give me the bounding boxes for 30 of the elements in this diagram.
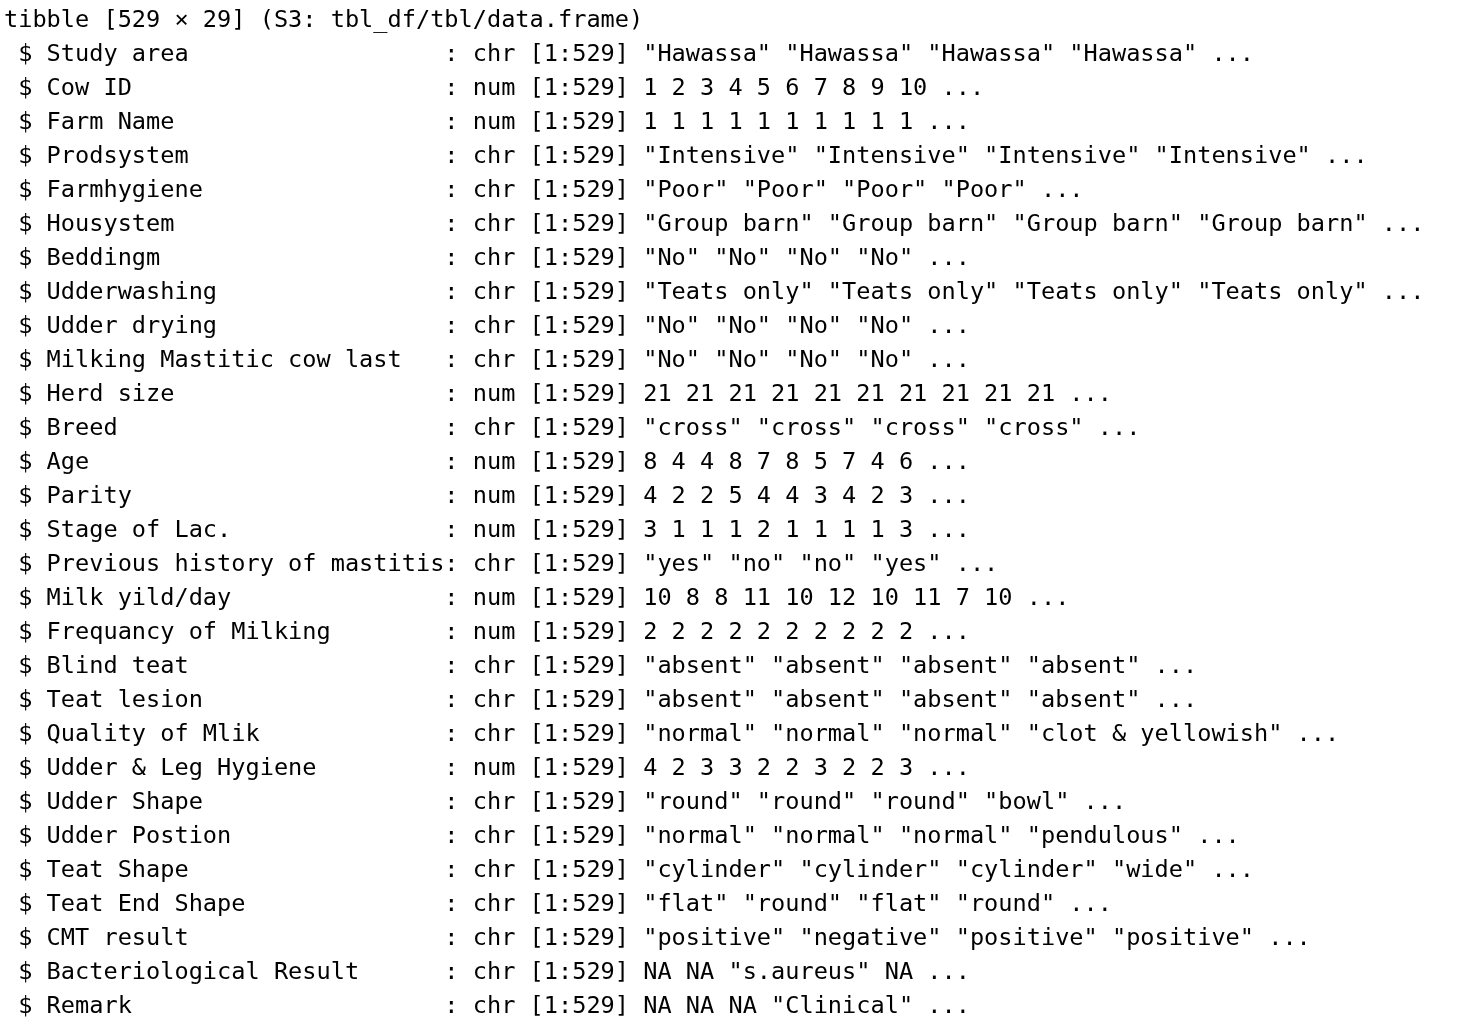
console-output-line: $ Frequancy of Milking : num [1:529] 2 2 2 2 2 2 2 2 2 2 ... [17,616,970,647]
console-output-line: $ Age : num [1:529] 8 4 4 8 7 8 5 7 4 6 ... [17,446,970,477]
console-output-line: $ Udder Postion : chr [1:529] "normal" "normal" "normal" "pendulous" ... [17,820,1240,851]
console-output-line: $ CMT result : chr [1:529] "positive" "negative" "positive" "positive" ... [17,922,1311,953]
console-output-line: $ Farm Name : num [1:529] 1 1 1 1 1 1 1 1 1 1 ... [17,106,970,137]
console-output-line: $ Teat Shape : chr [1:529] "cylinder" "cylinder" "cylinder" "wide" ... [17,854,1254,885]
console-output-line: $ Blind teat : chr [1:529] "absent" "absent" "absent" "absent" ... [17,650,1198,681]
console-output-line: $ Stage of Lac. : num [1:529] 3 1 1 1 2 1 1 1 1 3 ... [17,514,970,545]
console-output-line: $ Cow ID : num [1:529] 1 2 3 4 5 6 7 8 9 10 ... [17,72,985,103]
console-output-line: $ Farmhygiene : chr [1:529] "Poor" "Poor" "Poor" "Poor" ... [17,174,1084,205]
console-output-line: $ Udder Shape : chr [1:529] "round" "round" "round" "bowl" ... [17,786,1127,817]
console-output-line: $ Prodsystem : chr [1:529] "Intensive" "Intensive" "Intensive" "Intensive" ... [17,140,1368,171]
console-output-line: $ Bacteriological Result : chr [1:529] NA NA "s.aureus" NA ... [17,956,970,987]
console-output-line: $ Milking Mastitic cow last : chr [1:529] "No" "No" "No" "No" ... [17,344,970,375]
console-output-line: $ Milk yild/day : num [1:529] 10 8 8 11 10 12 10 11 7 10 ... [17,582,1070,613]
console-output-line: $ Udder & Leg Hygiene : num [1:529] 4 2 3 3 2 2 3 2 2 3 ... [17,752,970,783]
console-output-line: $ Teat End Shape : chr [1:529] "flat" "round" "flat" "round" ... [17,888,1112,919]
console-output-line: $ Parity : num [1:529] 4 2 2 5 4 4 3 4 2 3 ... [17,480,970,511]
console-output-line: $ Study area : chr [1:529] "Hawassa" "Hawassa" "Hawassa" "Hawassa" ... [17,38,1254,69]
console-output-line: $ Udder drying : chr [1:529] "No" "No" "No" "No" ... [17,310,970,341]
console-output-line: $ Breed : chr [1:529] "cross" "cross" "cross" "cross" ... [17,412,1141,443]
console-output-line: $ Teat lesion : chr [1:529] "absent" "absent" "absent" "absent" ... [17,684,1198,715]
console-output-line: $ Herd size : num [1:529] 21 21 21 21 21 21 21 21 21 21 ... [17,378,1112,409]
console-output-line: $ Quality of Mlik : chr [1:529] "normal" "normal" "normal" "clot & yellowish" ... [17,718,1340,749]
console-output-line: $ Udderwashing : chr [1:529] "Teats only" "Teats only" "Teats only" "Teats only" ... [17,276,1425,307]
console-output-line: $ Beddingm : chr [1:529] "No" "No" "No" "No" ... [17,242,970,273]
console-output-line: $ Remark : chr [1:529] NA NA NA "Clinical" ... [17,990,970,1021]
console-header-line: tibble [529 × 29] (S3: tbl_df/tbl/data.frame) [4,4,644,35]
console-output-line: $ Housystem : chr [1:529] "Group barn" "Group barn" "Group barn" "Group barn" ... [17,208,1425,239]
console-output-line: $ Previous history of mastitis: chr [1:529] "yes" "no" "no" "yes" ... [17,548,999,579]
